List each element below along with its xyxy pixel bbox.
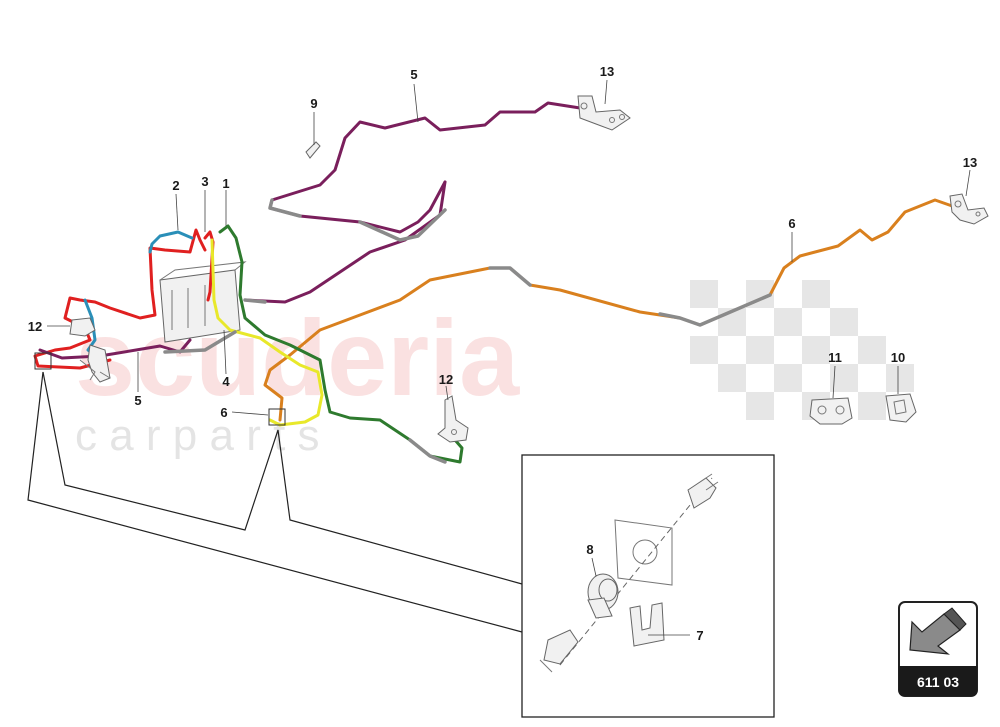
callout-7: 7 bbox=[696, 628, 703, 643]
callout-6-right: 6 bbox=[788, 216, 795, 231]
callout-13-right: 13 bbox=[963, 155, 977, 170]
pin-9 bbox=[305, 141, 321, 159]
brake-pipe-5-purple bbox=[243, 101, 582, 304]
callout-labels: 5 13 9 13 2 3 1 6 12 4 5 6 12 11 10 8 7 bbox=[28, 64, 977, 643]
bracket-13-right bbox=[949, 193, 989, 225]
detail-inset bbox=[521, 454, 775, 718]
callout-5-top: 5 bbox=[410, 67, 417, 82]
callout-11: 11 bbox=[828, 350, 842, 365]
detail-connectors bbox=[27, 371, 523, 633]
arrow-icon bbox=[909, 607, 967, 655]
bracket-12-left bbox=[69, 317, 111, 383]
callout-2: 2 bbox=[172, 178, 179, 193]
callout-9: 9 bbox=[310, 96, 317, 111]
detail-marker-left bbox=[34, 352, 52, 370]
leader-lines bbox=[47, 79, 971, 636]
bracket-13-top bbox=[577, 95, 631, 131]
clip-10 bbox=[885, 393, 917, 423]
detail-marker-mid bbox=[268, 408, 286, 426]
callout-12-mid: 12 bbox=[439, 372, 453, 387]
watermark-tagline: c a r p a r t s bbox=[75, 411, 320, 460]
callout-12-left: 12 bbox=[28, 319, 42, 334]
callout-4: 4 bbox=[222, 374, 230, 389]
watermark-checkered-flag bbox=[690, 280, 914, 420]
brake-pipe-1-green bbox=[218, 224, 464, 464]
callout-10: 10 bbox=[891, 350, 905, 365]
callout-3: 3 bbox=[201, 174, 208, 189]
clip-11 bbox=[809, 397, 853, 425]
group-code: 611 03 bbox=[917, 674, 959, 690]
brake-pipe-6-orange bbox=[263, 198, 957, 422]
callout-6-left: 6 bbox=[220, 405, 227, 420]
brake-pipe-5-left bbox=[38, 330, 237, 360]
callout-5-left: 5 bbox=[134, 393, 141, 408]
brake-pipe-4-yellow bbox=[210, 238, 324, 427]
group-code-badge: 611 03 bbox=[898, 601, 978, 697]
callout-13-top: 13 bbox=[600, 64, 614, 79]
callout-1: 1 bbox=[222, 176, 229, 191]
abs-unit bbox=[159, 261, 247, 343]
callout-8: 8 bbox=[586, 542, 593, 557]
watermark-brand: scuderia bbox=[75, 297, 520, 418]
bracket-12-mid bbox=[437, 395, 469, 443]
